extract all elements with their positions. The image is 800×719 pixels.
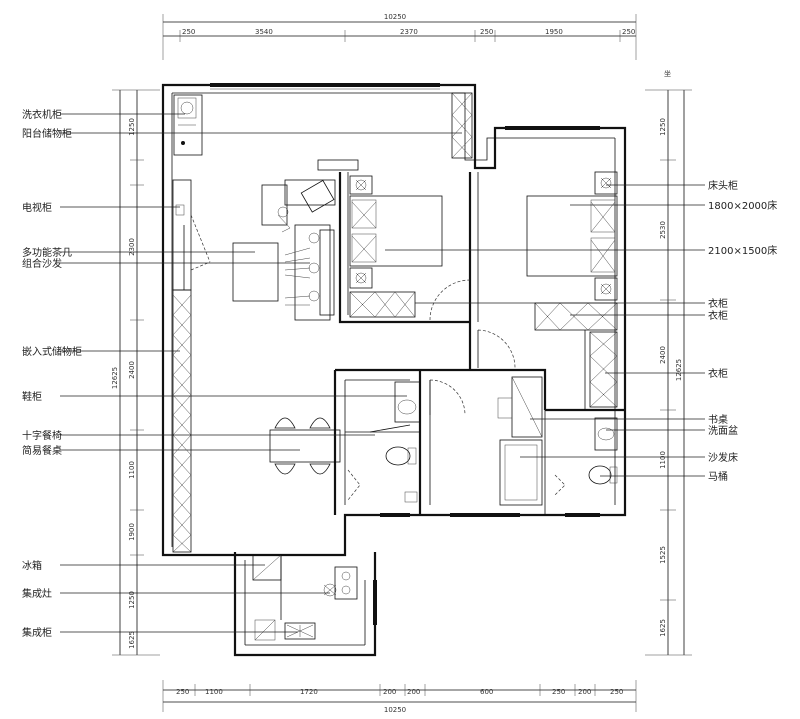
bedroom-right (526, 171, 618, 408)
label-shoe-cabinet: 鞋柜 (22, 390, 42, 403)
label-sofa: 组合沙发 (22, 257, 62, 270)
bottom-seg-5: 200 (407, 688, 420, 696)
bathroom-left (347, 381, 421, 503)
sofa-shape (294, 224, 331, 321)
balcony-storage-unit (451, 92, 473, 159)
labels-right: 床头柜 1800×2000床 2100×1500床 衣柜 衣柜 衣柜 书桌 洗面… (708, 179, 777, 483)
dining-furniture (269, 417, 341, 475)
label-washer-cabinet: 洗衣机柜 (22, 108, 62, 121)
bottom-seg-1: 250 (176, 688, 189, 696)
tv-cabinet-unit (172, 179, 192, 291)
labels-left: 洗衣机柜 阳台储物柜 电视柜 多功能茶几 组合沙发 嵌入式储物柜 鞋柜 十字餐椅… (22, 108, 82, 639)
doors (369, 279, 516, 433)
label-dining-table: 简易餐桌 (22, 444, 62, 457)
left-seg-4: 1100 (128, 461, 136, 479)
interior-walls (333, 172, 625, 515)
coffee-table-shape (232, 242, 279, 302)
stove-shape (284, 622, 316, 640)
left-seg-2: 2300 (128, 238, 136, 256)
label-nightstand: 床头柜 (708, 179, 738, 192)
left-seg-1: 1250 (128, 118, 136, 136)
left-seg-7: 1625 (128, 631, 136, 649)
armchair (261, 184, 288, 226)
label-wardrobe-2: 衣柜 (708, 309, 728, 322)
label-bed-2100: 2100×1500床 (708, 244, 777, 257)
living-storage (172, 179, 211, 553)
label-dining-chairs: 十字餐椅 (22, 429, 62, 442)
built-in-cabinet-unit (172, 289, 192, 553)
top-seg-5: 1950 (545, 28, 563, 36)
right-seg-4: 1100 (659, 451, 667, 469)
toilet-right (588, 465, 612, 485)
label-wardrobe-3: 衣柜 (708, 367, 728, 380)
left-dimensions: 12625 1250 2300 2400 1100 1900 1250 1625 (111, 89, 160, 656)
label-toilet: 马桶 (708, 470, 728, 483)
toilet-left (385, 446, 411, 466)
top-seg-6: 250 (622, 28, 635, 36)
bottom-dimensions: 10250 250 1100 1720 200 200 600 250 200 … (162, 680, 637, 714)
dining-table-shape (269, 429, 341, 463)
left-seg-5: 1900 (128, 523, 136, 541)
bottom-seg-8: 200 (578, 688, 591, 696)
living-furniture (232, 159, 359, 321)
bottom-seg-9: 250 (610, 688, 623, 696)
label-stove: 集成灶 (22, 587, 52, 600)
bottom-seg-7: 250 (552, 688, 565, 696)
sink-shape (334, 566, 358, 600)
balcony-furniture (173, 92, 473, 159)
sofa-bed-shape (499, 439, 543, 506)
bottom-seg-3: 1720 (300, 688, 318, 696)
bottom-seg-6: 600 (480, 688, 493, 696)
bottom-seg-2: 1100 (205, 688, 223, 696)
label-fridge: 冰箱 (22, 559, 42, 572)
top-dimensions: 10250 250 3540 2370 250 1950 250 (162, 13, 637, 60)
study-room (497, 376, 566, 506)
right-top-mark: 坐 (664, 69, 671, 78)
right-seg-3: 2400 (659, 346, 667, 364)
label-sofa-bed: 沙发床 (708, 451, 738, 464)
label-vanity: 书桌 (708, 413, 728, 426)
label-coffee-table: 多功能茶几 (22, 246, 72, 259)
top-total-dim: 10250 (384, 13, 406, 21)
label-wardrobe-1: 衣柜 (708, 297, 728, 310)
bottom-total-dim: 10250 (384, 706, 406, 714)
left-seg-6: 1250 (128, 591, 136, 609)
right-seg-2: 2530 (659, 221, 667, 239)
top-seg-4: 250 (480, 28, 493, 36)
exterior-walls (161, 83, 627, 657)
right-seg-1: 1250 (659, 118, 667, 136)
wardrobe-middle (349, 291, 416, 318)
bed-middle-shape (349, 195, 443, 267)
washer-unit (173, 94, 203, 156)
leaders-left (60, 113, 462, 633)
label-wash-basin: 洗面盆 (708, 424, 738, 437)
kitchen (252, 554, 358, 641)
label-decor-cabinet: 嵌入式储物柜 (22, 345, 82, 358)
right-dimensions: 坐 12625 1250 2530 2400 1100 1525 1625 (645, 69, 692, 656)
label-cabinet: 集成柜 (22, 626, 52, 639)
label-bed-1800: 1800×2000床 (708, 199, 777, 212)
top-seg-2: 3540 (255, 28, 273, 36)
bed-right-shape (526, 195, 618, 277)
bedroom-middle (349, 175, 443, 318)
right-total-dim: 12625 (675, 359, 683, 381)
right-seg-5: 1525 (659, 546, 667, 564)
top-seg-3: 2370 (400, 28, 418, 36)
label-tv-cabinet: 电视柜 (22, 201, 52, 214)
left-total-dim: 12625 (111, 367, 119, 389)
label-balcony-cabinet: 阳台储物柜 (22, 127, 72, 140)
bottom-seg-4: 200 (383, 688, 396, 696)
wardrobe-right-vertical (589, 331, 618, 408)
leaders-right (385, 184, 705, 477)
bathroom-right (588, 417, 618, 485)
right-seg-6: 1625 (659, 619, 667, 637)
left-seg-3: 2400 (128, 361, 136, 379)
top-seg-1: 250 (182, 28, 195, 36)
